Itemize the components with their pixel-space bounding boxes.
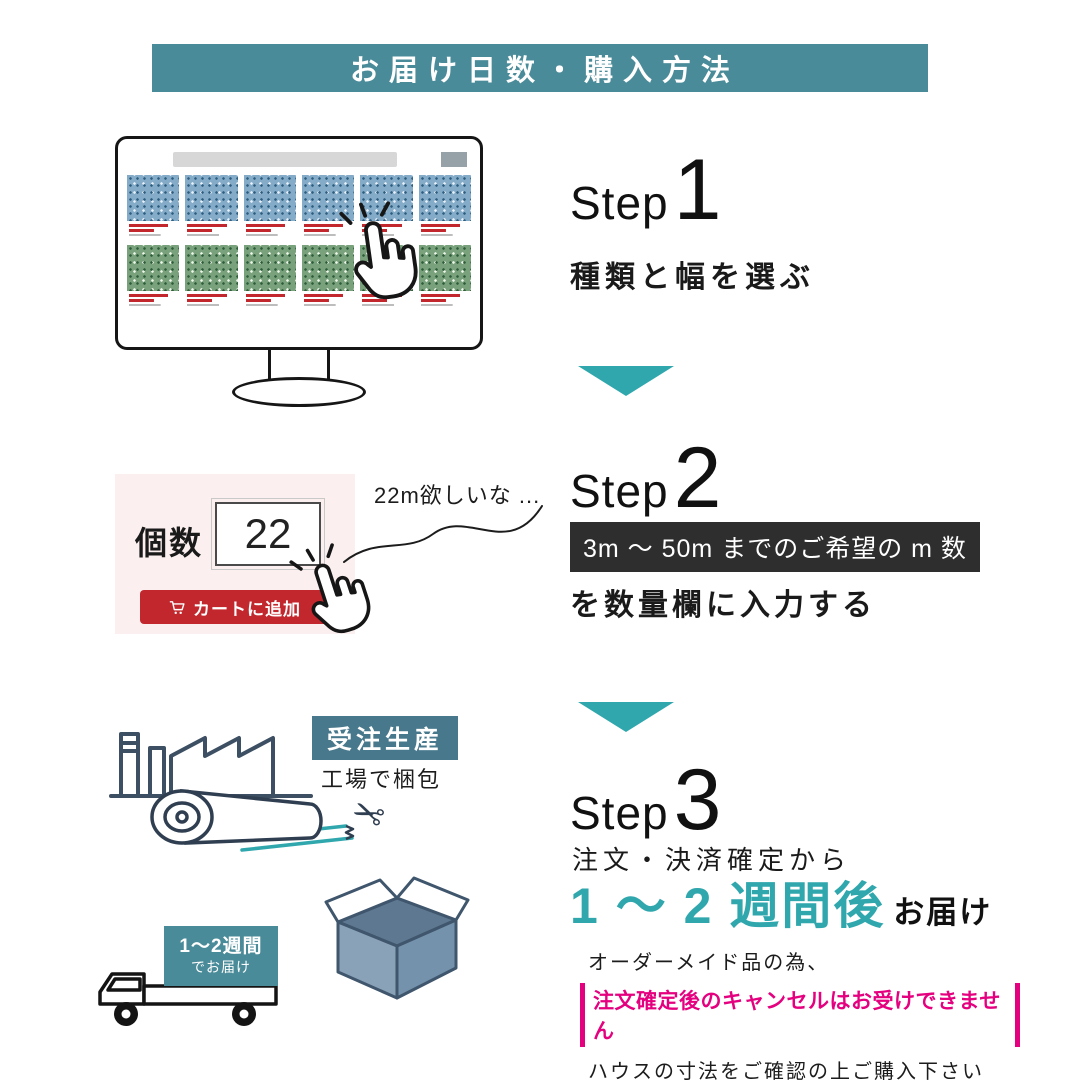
page-title: お届け日数・購入方法 [152,44,928,92]
sheet-roll-icon [140,780,382,866]
quantity-label: 個数 [135,525,204,561]
step2-number: 2 [673,430,722,526]
search-bar[interactable] [173,152,397,167]
step1-number: 1 [673,142,722,238]
note-no-cancellation: 注文確定後のキャンセルはお受けできません [580,983,1020,1047]
product-thumbnail[interactable] [127,245,180,307]
step2-description: を数量欄に入力する [570,589,876,622]
product-thumbnail[interactable] [185,175,238,237]
step2-word: Step [570,465,669,517]
delivery-duration-suffix: お届け [893,895,993,930]
step1-description: 種類と幅を選ぶ [570,261,815,294]
delivery-truck-icon [92,936,284,1031]
made-to-order-badge: 受注生産 [312,716,459,760]
note-made-to-order: オーダーメイド品の為、 [588,952,830,974]
browser-button[interactable] [441,152,467,167]
product-thumbnail[interactable] [301,175,355,237]
note-check-dimensions: ハウスの寸法をご確認の上ご購入下さい [588,1061,984,1080]
product-thumbnail[interactable] [243,175,297,237]
bubble-connector-line [336,500,550,574]
product-thumbnail[interactable] [243,245,297,307]
step3-heading: Step 3 [570,752,722,848]
thought-bubble-text: 22m欲しいな ... [374,483,541,508]
cart-icon [169,599,186,616]
delivery-duration-line: 1 〜 2 週間後 お届け [570,866,992,938]
monitor-stand-base [232,377,366,407]
product-thumbnail[interactable] [301,245,355,307]
delivery-time-line1: 1〜2週間 [179,936,263,958]
monitor-illustration [115,136,483,407]
hand-cursor-icon [285,531,389,658]
step3-number: 3 [673,752,722,848]
down-arrow-icon [578,702,674,732]
add-to-cart-button[interactable]: カートに追加 [140,590,330,624]
step3-word: Step [570,787,669,839]
purchase-notes: オーダーメイド品の為、 注文確定後のキャンセルはお受けできません ハウスの寸法を… [580,946,1020,1080]
step1-word: Step [570,177,669,229]
step1-heading: Step 1 [570,142,722,238]
step2-heading: Step 2 [570,430,722,526]
step3-lead: 注文・決済確定から [572,845,852,875]
monitor-screen [115,136,483,350]
product-thumbnail[interactable] [127,175,180,237]
step2-highlight: 3m 〜 50m までのご希望の m 数 [570,522,980,572]
product-thumbnail[interactable] [418,175,471,237]
delivery-duration: 1 〜 2 週間後 [570,878,886,934]
delivery-time-badge: 1〜2週間 でお届け [164,926,278,986]
down-arrow-icon [578,366,674,396]
hand-cursor-icon [336,193,432,322]
shipping-box-icon [318,856,476,1004]
quantity-input[interactable]: 22 [211,498,325,570]
add-to-cart-label: カートに追加 [193,599,301,619]
product-thumbnail[interactable] [418,245,471,307]
product-thumbnail[interactable] [185,245,238,307]
factory-icon [105,710,317,802]
factory-caption: 工場で梱包 [321,767,442,792]
delivery-time-line2: でお届け [191,959,251,976]
